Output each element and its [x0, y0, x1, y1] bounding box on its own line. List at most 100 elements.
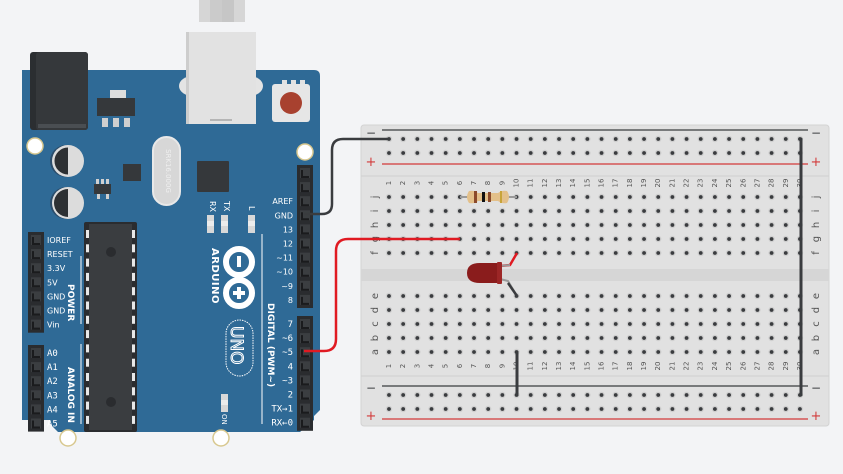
hole-f8[interactable] [484, 249, 492, 257]
hole-e28[interactable] [768, 292, 775, 300]
hole-j14[interactable] [570, 193, 577, 201]
hole-f27[interactable] [754, 249, 761, 257]
hole-h29[interactable] [782, 221, 789, 229]
rail-hole[interactable] [768, 391, 775, 399]
rail-hole[interactable] [711, 149, 719, 157]
digital-upper-pin-unlabeled[interactable] [300, 168, 310, 178]
power-pin-GND[interactable] [31, 305, 41, 316]
hole-d14[interactable] [570, 306, 577, 314]
hole-i1[interactable] [385, 207, 393, 215]
rail-hole[interactable] [626, 391, 634, 399]
hole-g16[interactable] [598, 235, 605, 243]
hole-j20[interactable] [655, 193, 662, 201]
hole-b16[interactable] [598, 334, 605, 342]
hole-e1[interactable] [385, 292, 393, 300]
hole-h1[interactable] [385, 221, 393, 229]
rail-hole[interactable] [768, 149, 775, 157]
rail-hole[interactable] [725, 391, 733, 399]
hole-e3[interactable] [414, 292, 421, 300]
rail-hole[interactable] [697, 135, 704, 143]
rail-hole[interactable] [385, 149, 393, 157]
hole-j15[interactable] [584, 193, 591, 201]
hole-f29[interactable] [782, 249, 789, 257]
hole-g29[interactable] [782, 235, 789, 243]
hole-d21[interactable] [669, 306, 676, 314]
rail-hole[interactable] [541, 391, 549, 399]
hole-g10[interactable] [513, 235, 520, 243]
rail-hole[interactable] [584, 405, 591, 413]
hole-e16[interactable] [598, 292, 605, 300]
hole-j3[interactable] [414, 193, 421, 201]
hole-i2[interactable] [399, 207, 407, 215]
rail-hole[interactable] [669, 135, 676, 143]
rail-hole[interactable] [740, 149, 747, 157]
hole-b12[interactable] [541, 334, 549, 342]
hole-f9[interactable] [499, 249, 506, 257]
hole-d27[interactable] [754, 306, 761, 314]
hole-e20[interactable] [655, 292, 662, 300]
pin5-wire[interactable] [304, 237, 460, 353]
rail-hole[interactable] [527, 405, 534, 413]
hole-a22[interactable] [683, 348, 690, 356]
hole-h10[interactable] [513, 221, 520, 229]
hole-c5[interactable] [442, 320, 449, 328]
hole-g18[interactable] [626, 235, 634, 243]
rail-hole[interactable] [683, 149, 690, 157]
hole-i9[interactable] [499, 207, 506, 215]
hole-a6[interactable] [456, 348, 464, 356]
rail-hole[interactable] [768, 135, 775, 143]
rail-hole[interactable] [626, 405, 634, 413]
hole-f11[interactable] [527, 249, 534, 257]
rail-hole[interactable] [470, 405, 478, 413]
hole-h15[interactable] [584, 221, 591, 229]
hole-g27[interactable] [754, 235, 761, 243]
hole-c10[interactable] [513, 320, 520, 328]
hole-h2[interactable] [399, 221, 407, 229]
rail-hole[interactable] [697, 149, 704, 157]
hole-c15[interactable] [584, 320, 591, 328]
hole-i24[interactable] [711, 207, 719, 215]
rail-hole[interactable] [584, 135, 591, 143]
hole-h27[interactable] [754, 221, 761, 229]
hole-a19[interactable] [640, 348, 648, 356]
hole-b7[interactable] [470, 334, 478, 342]
hole-j25[interactable] [725, 193, 733, 201]
hole-g19[interactable] [640, 235, 648, 243]
hole-d23[interactable] [697, 306, 704, 314]
hole-d3[interactable] [414, 306, 421, 314]
hole-j26[interactable] [740, 193, 747, 201]
power-pin-3.3V[interactable] [31, 263, 41, 274]
power-pin-Vin[interactable] [31, 319, 41, 330]
hole-h12[interactable] [541, 221, 549, 229]
rail-hole[interactable] [527, 149, 534, 157]
analog-pin-A4[interactable] [31, 404, 41, 415]
analog-pin-A2[interactable] [31, 376, 41, 387]
hole-g25[interactable] [725, 235, 733, 243]
hole-f4[interactable] [428, 249, 435, 257]
hole-i21[interactable] [669, 207, 676, 215]
hole-b6[interactable] [456, 334, 464, 342]
hole-j21[interactable] [669, 193, 676, 201]
rail-hole[interactable] [499, 149, 506, 157]
hole-g12[interactable] [541, 235, 549, 243]
rail-hole[interactable] [669, 149, 676, 157]
rail-hole[interactable] [541, 405, 549, 413]
rail-hole[interactable] [598, 391, 605, 399]
hole-h20[interactable] [655, 221, 662, 229]
rail-hole[interactable] [612, 135, 619, 143]
hole-j13[interactable] [555, 193, 563, 201]
hole-g11[interactable] [527, 235, 534, 243]
rail-hole[interactable] [640, 149, 648, 157]
hole-a26[interactable] [740, 348, 747, 356]
analog-pin-A5[interactable] [31, 418, 41, 429]
hole-a7[interactable] [470, 348, 478, 356]
rail-hole[interactable] [725, 149, 733, 157]
hole-e17[interactable] [612, 292, 619, 300]
hole-d9[interactable] [499, 306, 506, 314]
hole-g15[interactable] [584, 235, 591, 243]
hole-j2[interactable] [399, 193, 407, 201]
hole-a13[interactable] [555, 348, 563, 356]
rail-hole[interactable] [570, 149, 577, 157]
rail-hole[interactable] [640, 405, 648, 413]
hole-b10[interactable] [513, 334, 520, 342]
